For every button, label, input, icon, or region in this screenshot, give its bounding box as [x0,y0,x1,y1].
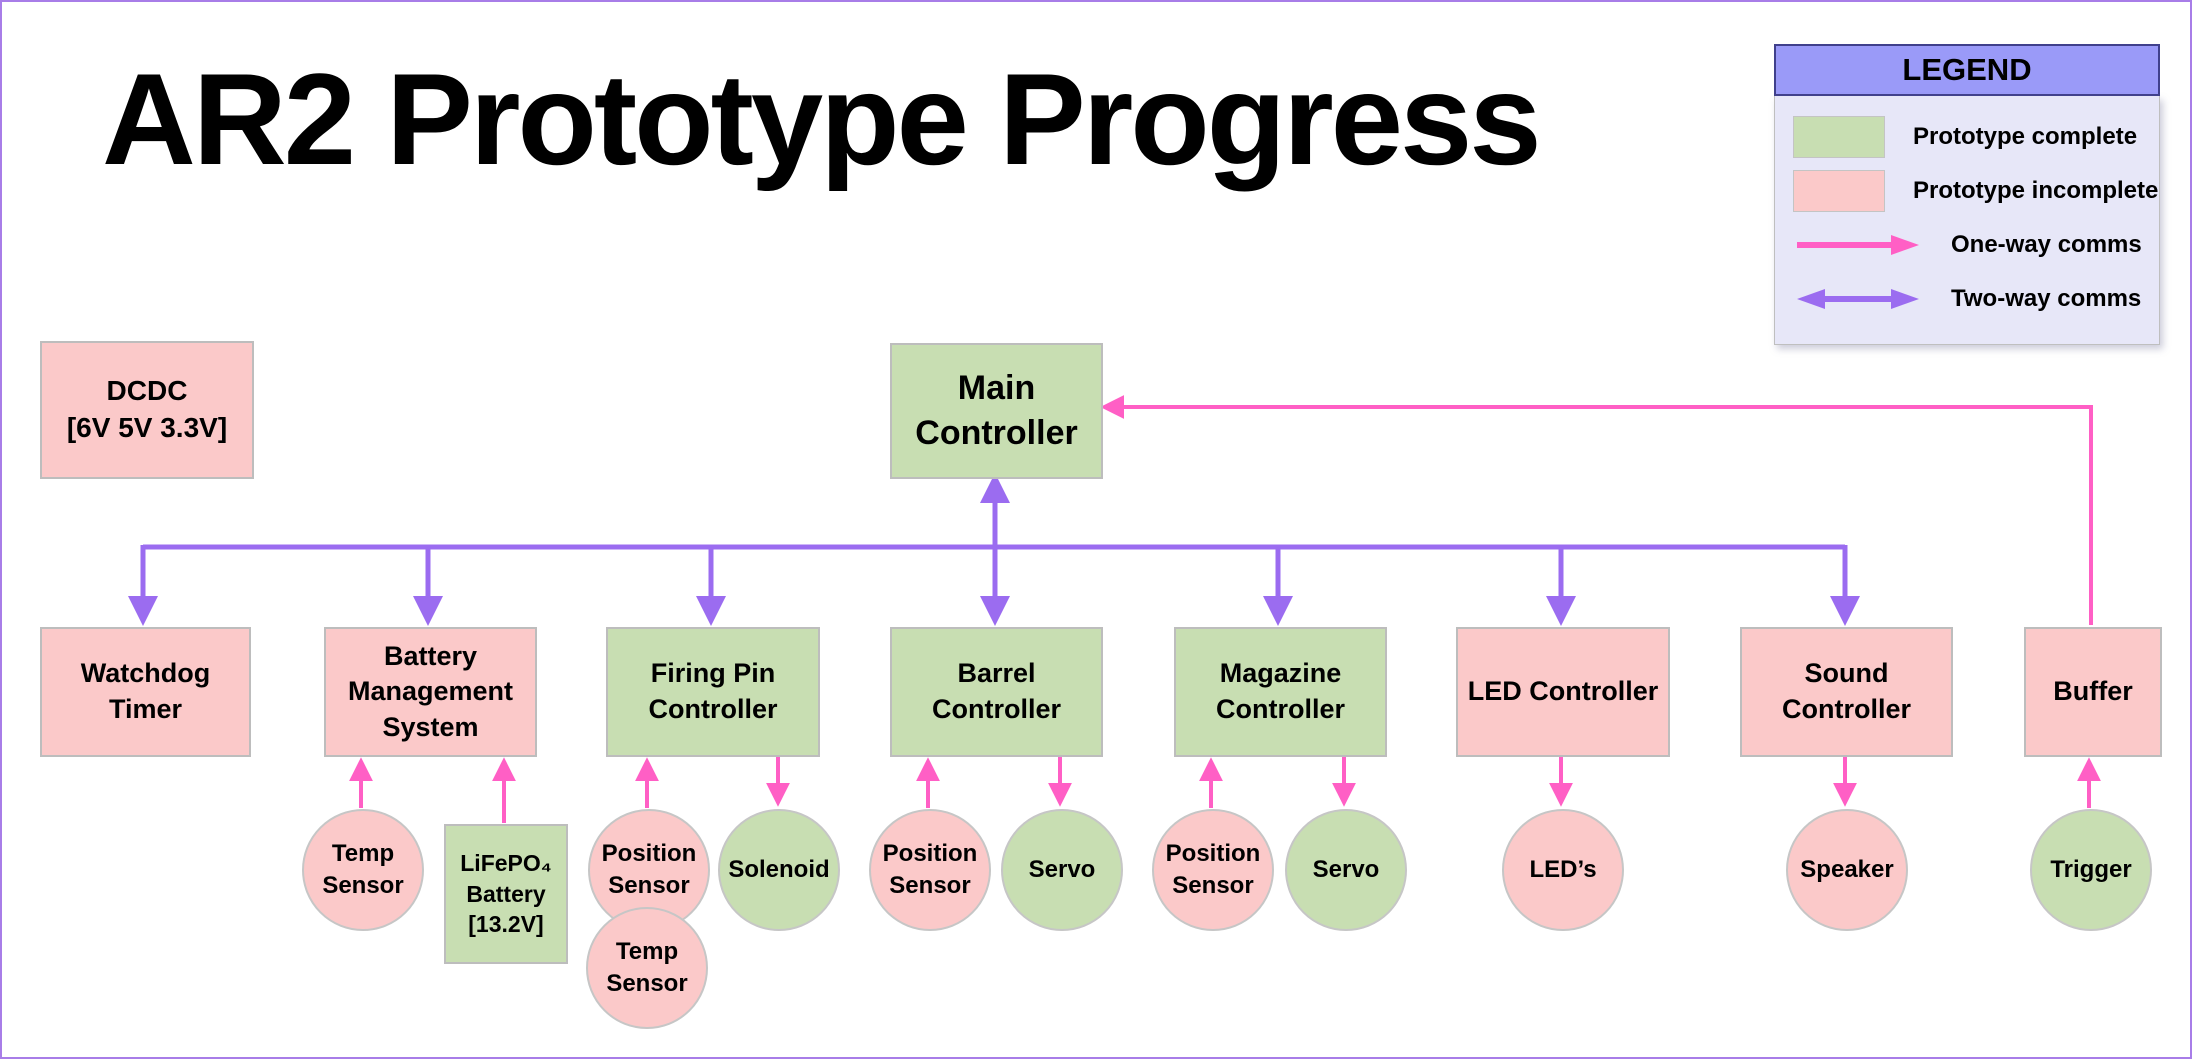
node-label: Position Sensor [601,840,697,899]
legend-body: Prototype complete Prototype incomplete … [1774,96,2160,345]
two-way-arrow-icon [1797,289,1919,309]
node-dcdc: DCDC [6V 5V 3.3V] [40,341,254,479]
node-label: Speaker [1800,856,1894,884]
link-buffer-to-main [1100,395,2093,625]
node-label: Magazine Controller [1215,658,1345,724]
page-title: AR2 Prototype Progress [102,46,1542,192]
node-buffer: Buffer [2024,627,2162,757]
legend-row-complete: Prototype complete [1793,110,2159,164]
node-label: LED Controller [1467,676,1659,707]
node-solenoid: Solenoid [718,809,840,931]
node-label: Sound Controller [1781,658,1911,724]
node-battery-management-system: Battery Management System [324,627,537,757]
node-led-controller: LED Controller [1456,627,1670,757]
node-label: Servo [1028,856,1096,884]
one-way-arrow-icon [1797,235,1919,255]
node-label: Firing Pin Controller [648,658,778,724]
node-speaker: Speaker [1786,809,1908,931]
node-position-sensor-firing: Position Sensor [588,809,710,931]
legend-title: LEGEND [1774,44,2160,96]
node-magazine-controller: Magazine Controller [1174,627,1387,757]
node-label: Temp Sensor [322,840,404,899]
node-label: Position Sensor [882,840,978,899]
node-position-sensor-barrel: Position Sensor [869,809,991,931]
node-lifepo4-battery: LiFePO₄ Battery [13.2V] [444,824,568,964]
legend-row-two-way: Two-way comms [1793,272,2159,326]
complete-swatch [1793,116,1885,158]
node-label: Solenoid [728,856,830,884]
node-servo-magazine: Servo [1285,809,1407,931]
node-temp-sensor-firing: Temp Sensor [586,907,708,1029]
node-watchdog-timer: Watchdog Timer [40,627,251,757]
node-main-controller: Main Controller [890,343,1103,479]
legend-row-incomplete: Prototype incomplete [1793,164,2159,218]
legend-row-one-way: One-way comms [1793,218,2159,272]
node-position-sensor-magazine: Position Sensor [1152,809,1274,931]
legend-label: Two-way comms [1951,285,2142,312]
incomplete-swatch [1793,170,1885,212]
node-trigger: Trigger [2030,809,2152,931]
legend: LEGEND Prototype complete Prototype inco… [1774,44,2160,345]
node-sound-controller: Sound Controller [1740,627,1953,757]
node-label: Buffer [2053,676,2133,707]
node-label: Trigger [2050,856,2132,884]
node-label: Temp Sensor [606,938,688,997]
node-leds: LED’s [1502,809,1624,931]
node-temp-sensor-bms: Temp Sensor [302,809,424,931]
node-barrel-controller: Barrel Controller [890,627,1103,757]
legend-label: Prototype incomplete [1913,177,2159,204]
legend-label: Prototype complete [1913,123,2138,150]
node-servo-barrel: Servo [1001,809,1123,931]
node-label: LED’s [1529,856,1597,884]
legend-label: One-way comms [1951,231,2142,258]
node-label: DCDC [6V 5V 3.3V] [66,375,228,443]
node-label: Servo [1312,856,1380,884]
node-label: Main Controller [915,369,1078,452]
node-label: LiFePO₄ Battery [13.2V] [460,850,552,938]
node-label: Battery Management System [347,640,514,742]
node-label: Barrel Controller [931,658,1061,724]
node-firing-pin-controller: Firing Pin Controller [606,627,820,757]
node-label: Position Sensor [1165,840,1261,899]
node-label: Watchdog Timer [80,658,211,724]
